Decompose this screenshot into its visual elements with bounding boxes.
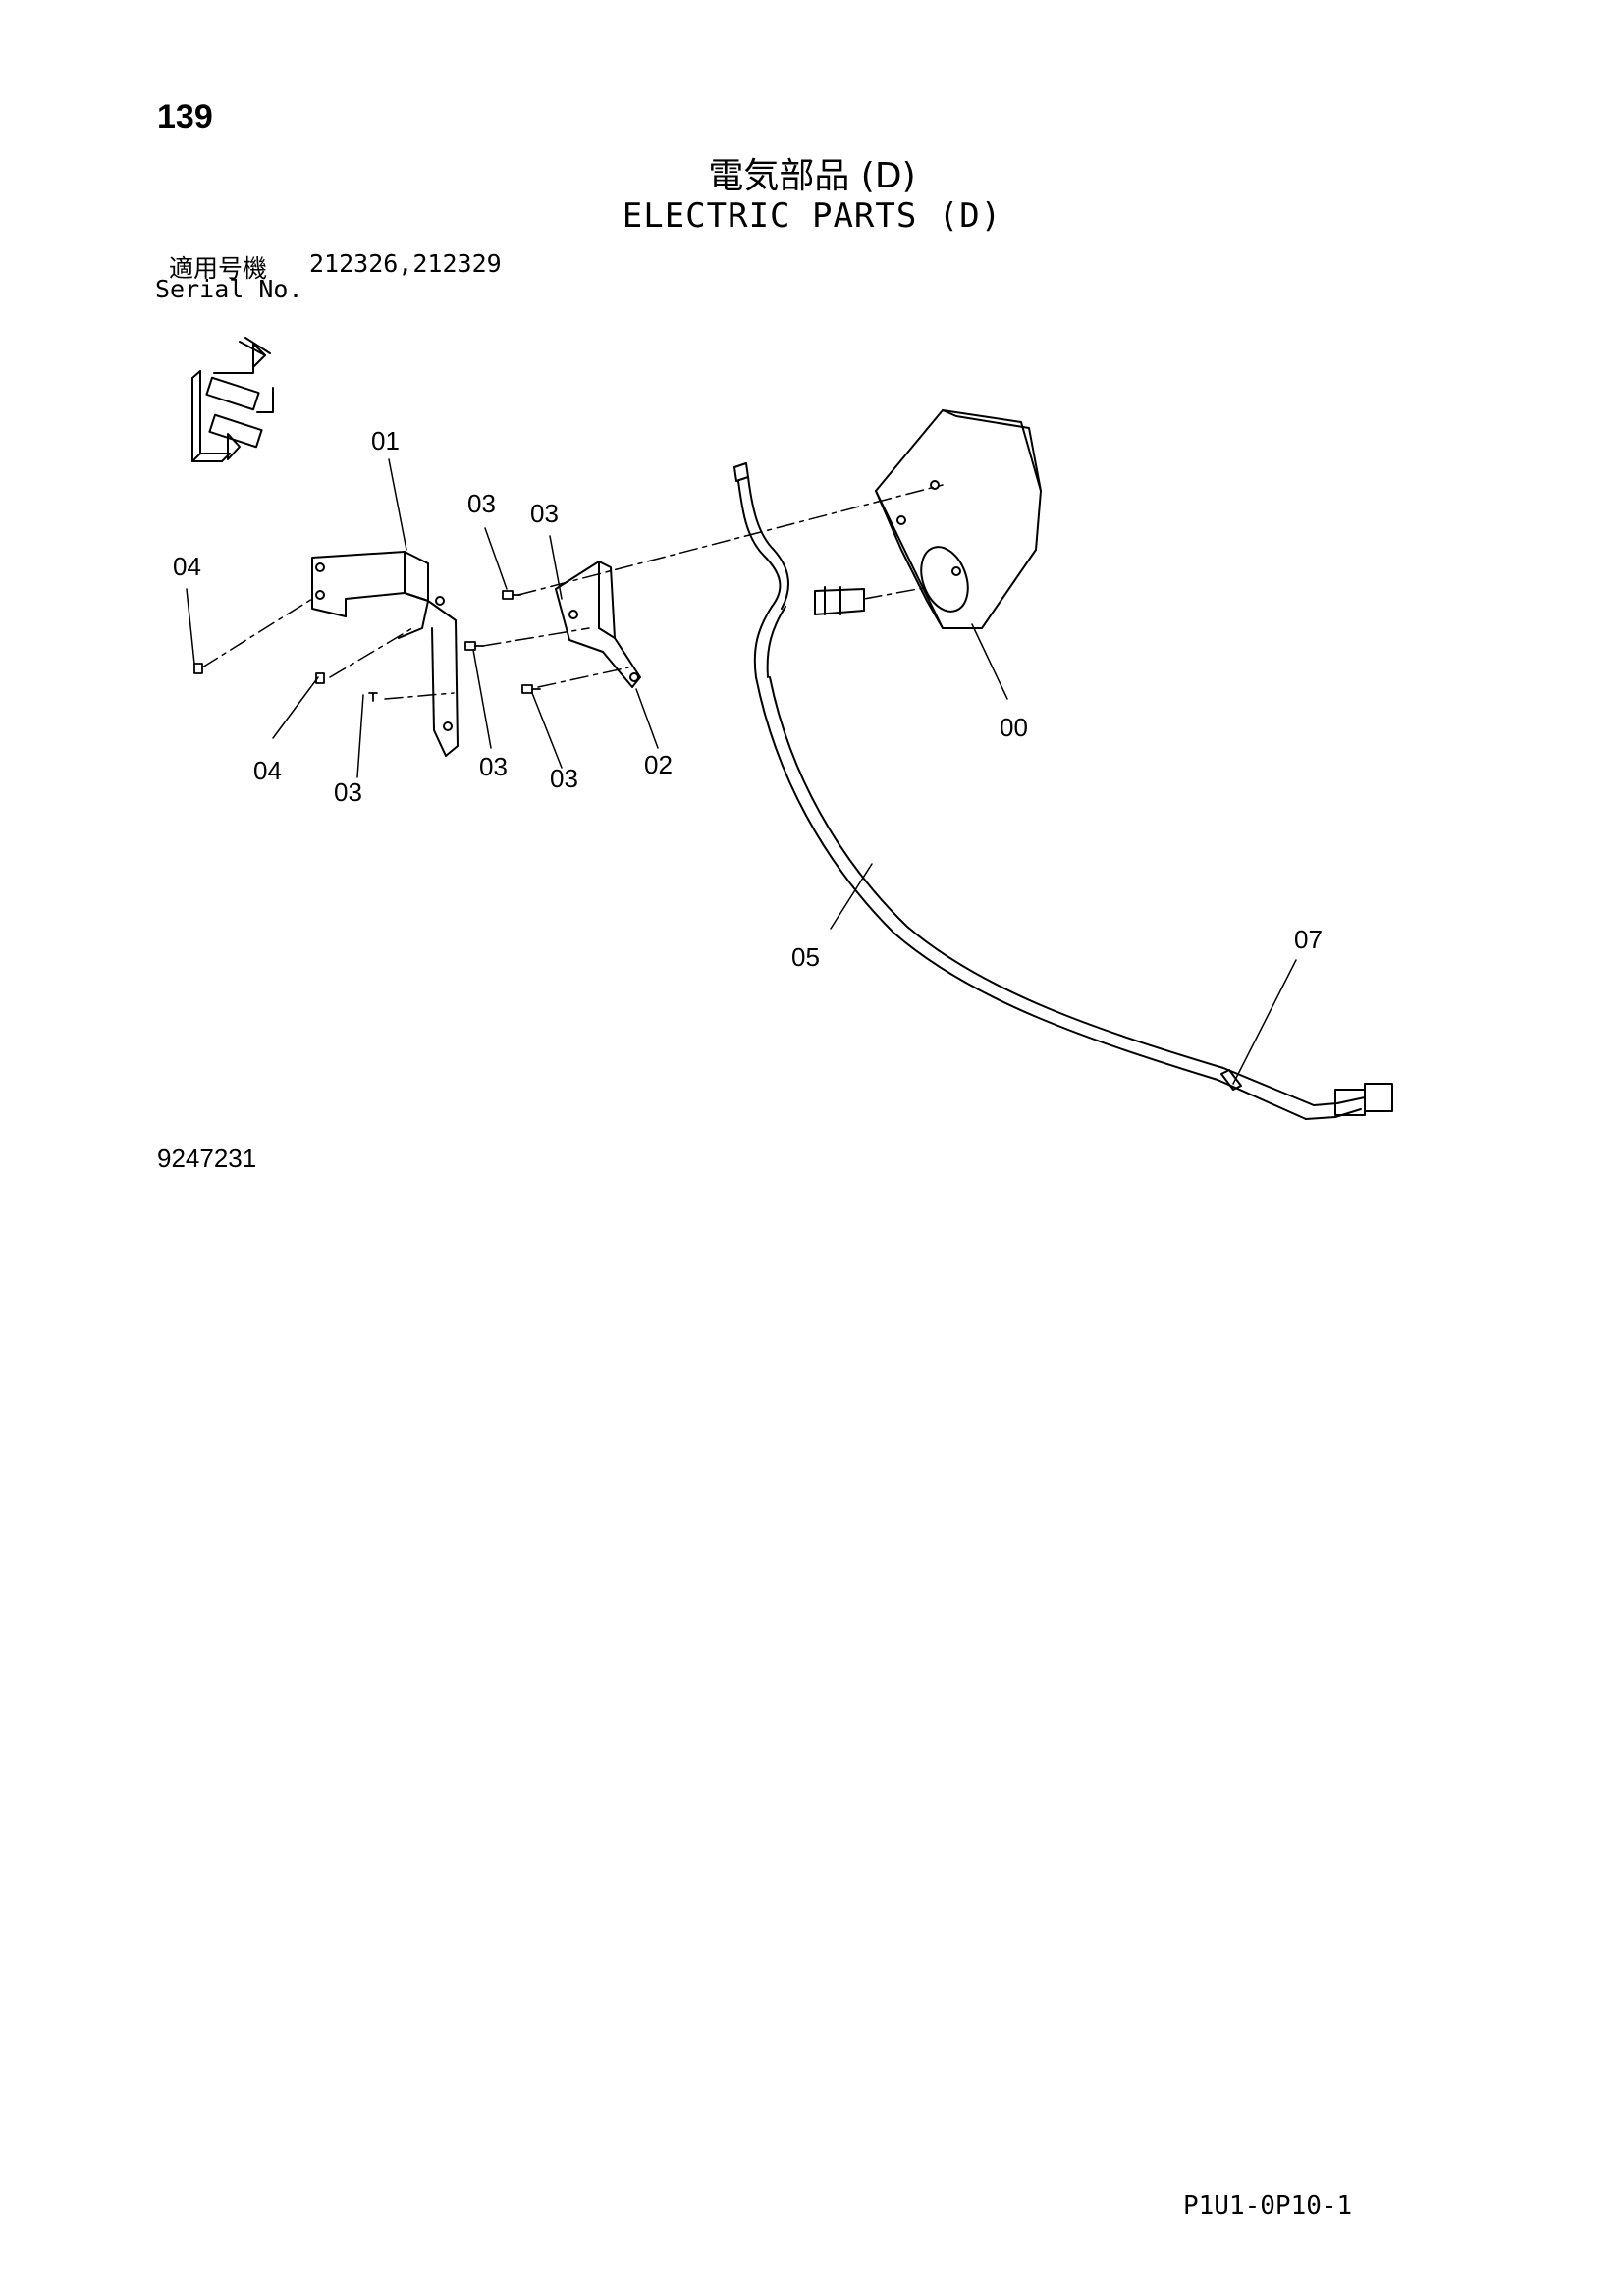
callout-07: 07 [1294, 925, 1323, 954]
callout-05: 05 [791, 942, 820, 972]
callout-03: 03 [334, 777, 362, 807]
page-number: 139 [157, 98, 213, 135]
page-code: P1U1-0P10-1 [1183, 2191, 1353, 2220]
callout-03: 03 [479, 752, 508, 781]
orientation-arrows-icon [191, 337, 274, 462]
screws [193, 590, 541, 702]
callout-04: 04 [173, 552, 201, 581]
callout-04: 04 [253, 756, 282, 785]
callout-03: 03 [550, 764, 578, 793]
serial-numbers: 212326,212329 [309, 249, 502, 278]
callout-03: 03 [530, 499, 559, 528]
callout-00: 00 [1000, 713, 1028, 742]
serial-label-japanese: 適用号機 [169, 254, 268, 283]
callout-03: 03 [467, 489, 496, 518]
bracket-01 [311, 551, 459, 757]
leader-lines [186, 458, 1297, 1085]
drawing-number: 9247231 [157, 1144, 257, 1173]
wire-harness-05 [733, 462, 1393, 1120]
assembly-lines [201, 484, 944, 700]
control-unit-00 [875, 409, 1042, 629]
page-title-english: ELECTRIC PARTS (D) [622, 196, 1002, 236]
page-title-japanese: 電気部品 (D) [708, 156, 916, 196]
serial-label-english: Serial No. [155, 275, 303, 303]
callout-02: 02 [644, 750, 673, 779]
bracket-02 [555, 561, 641, 688]
callout-01: 01 [371, 426, 400, 455]
